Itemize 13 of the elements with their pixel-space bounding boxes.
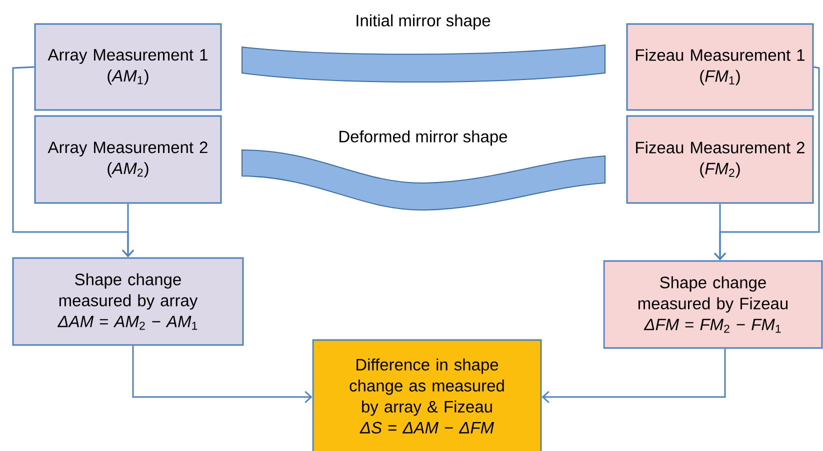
process-box: Fizeau Measurement 1 (FM$_{1}$) — [626, 23, 814, 111]
arrow — [132, 346, 312, 404]
process-box: Fizeau Measurement 2 (FM$_{2}$) — [626, 115, 814, 204]
node-label: Deformed mirror shape — [340, 130, 508, 146]
process-box: Array Measurement 2 (AM$_{2}$) — [34, 115, 222, 204]
process-box: Shape change measured by Fizeau ΔFM = FM$_{2}$ − FM$_{1}$ — [603, 260, 823, 349]
arrow — [122, 204, 134, 258]
process-box: Array Measurement 1 (AM$_{1}$) — [34, 23, 222, 111]
result-box: Difference in shape change as measured by array & Fizeau ΔS = ΔAM − ΔFM — [312, 339, 542, 451]
process-box: Shape change measured by array ΔAM = AM$_{2}$ − AM$_{1}$ — [12, 257, 244, 346]
node-label: Initial mirror shape — [356, 14, 490, 30]
arrow — [542, 348, 726, 404]
arrow — [714, 204, 726, 260]
